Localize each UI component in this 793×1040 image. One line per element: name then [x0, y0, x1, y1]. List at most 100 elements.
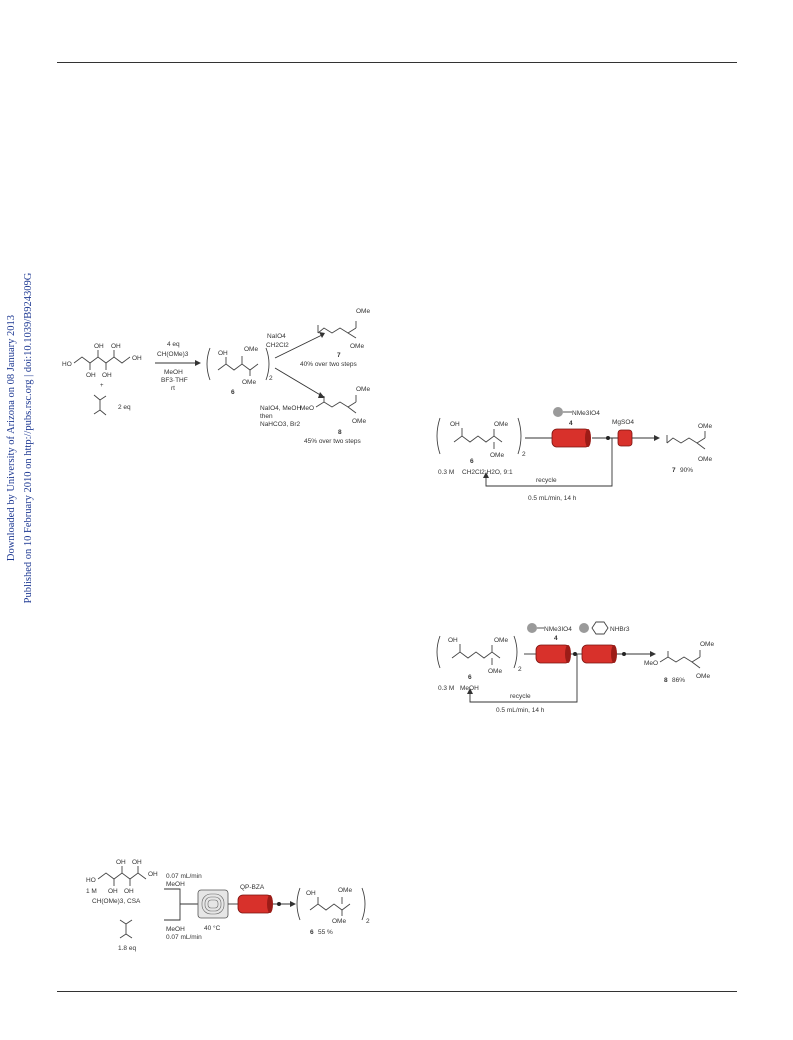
- condition-text: CH2Cl2: [266, 342, 289, 349]
- cartridge-label: QP-BZA: [240, 884, 265, 891]
- feed-line-1: [164, 888, 181, 921]
- compound-6-structure: OH OMe OMe 2 6 0.3 M MeOH: [436, 635, 522, 692]
- label-ome: OMe: [356, 308, 370, 315]
- scheme-3: OH OMe OMe 2 6 0.3 M MeOH recycle 0.5 mL…: [436, 621, 714, 714]
- compound-6-structure: OH OMe OMe 2 6: [206, 346, 273, 396]
- yield-text: 45% over two steps: [304, 438, 361, 445]
- download-sidebar: Downloaded by University of Arizona on 0…: [3, 268, 39, 608]
- label-ome: OMe: [352, 418, 366, 425]
- yield-text: 86%: [672, 677, 685, 684]
- polymer-bead: [527, 623, 537, 633]
- reactor-cap: [611, 645, 617, 663]
- compound-number-8: 8: [338, 429, 342, 436]
- compound-number-6: 6: [468, 674, 472, 681]
- label-ome: OMe: [332, 918, 346, 925]
- label-oh: OH: [94, 343, 104, 350]
- condition-text: then: [260, 413, 273, 420]
- yield-text: 90%: [680, 467, 693, 474]
- reagent-equivalents: 2 eq: [118, 404, 131, 411]
- compound-number-6: 6: [470, 458, 474, 465]
- label-oh: OH: [450, 421, 460, 428]
- scheme-1: HO OH OH OH OH OH + 2 eq 4 eq CH(OMe)3 M…: [62, 308, 370, 445]
- label-oh: OH: [306, 890, 316, 897]
- solvent: CH2Cl2:H2O, 9:1: [462, 469, 513, 476]
- label-oh: OH: [448, 637, 458, 644]
- condition-text: NaIO4: [267, 333, 286, 340]
- arrow-head: [483, 472, 489, 478]
- reagent-label: NMe3IO4: [572, 410, 600, 417]
- flow-rate: 0.5 mL/min, 14 h: [496, 707, 545, 714]
- solvent: MeOH: [460, 685, 479, 692]
- arrow-head: [654, 435, 660, 441]
- label-oh: OH: [148, 871, 158, 878]
- condition-text: NaHCO3, Br2: [260, 421, 300, 428]
- recycle-loop: [485, 438, 613, 487]
- yield-text: 55 %: [318, 929, 333, 936]
- flow-rate: 0.5 mL/min, 14 h: [528, 495, 577, 502]
- label-ome: OMe: [244, 346, 258, 353]
- sidebar-text: Downloaded by University of Arizona on 0…: [3, 268, 39, 608]
- label-ome: OMe: [356, 386, 370, 393]
- compound-7-structure: OMe OMe 7 40% over two steps: [300, 308, 370, 368]
- junction-dot: [573, 652, 577, 656]
- arrow-head: [290, 901, 296, 907]
- reactor-cap: [267, 895, 273, 913]
- reaction-arrow-upper: NaIO4 CH2Cl2: [266, 332, 325, 359]
- top-rule: [57, 62, 737, 63]
- reaction-arrow-1: 4 eq CH(OMe)3 MeOH BF3·THF rt: [155, 341, 201, 392]
- reactor-cartridge-2: [581, 644, 617, 664]
- reagent-label: NMe3IO4: [544, 626, 572, 633]
- subscript-2: 2: [522, 451, 526, 458]
- label-oh: OH: [86, 372, 96, 379]
- reactor-cartridge: [237, 894, 273, 914]
- arrow-head: [650, 651, 656, 657]
- junction-dot: [622, 652, 626, 656]
- label-meo: MeO: [644, 660, 658, 667]
- compound-number-8: 8: [664, 677, 668, 684]
- drying-cartridge: [617, 429, 633, 447]
- bottom-rule: [57, 991, 737, 992]
- label-ho: HO: [86, 877, 96, 884]
- label-meo: MeO: [300, 405, 314, 412]
- label-ome: OMe: [242, 379, 256, 386]
- yield-text: 40% over two steps: [300, 361, 357, 368]
- recycle-label: recycle: [536, 477, 557, 484]
- recycle-label: recycle: [510, 693, 531, 700]
- label-oh: OH: [132, 355, 142, 362]
- flow-rate: 0.07 mL/min: [166, 934, 202, 941]
- plus-sign: +: [100, 383, 104, 389]
- label-ome: OMe: [696, 673, 710, 680]
- recycle-loop: [469, 654, 578, 703]
- reactor-cap: [585, 429, 591, 447]
- condition-text: CH(OMe)3: [157, 351, 189, 358]
- condition-text: BF3·THF: [161, 377, 188, 384]
- solvent: MeOH: [166, 926, 185, 933]
- subscript-2: 2: [518, 666, 522, 673]
- hexitol-structure: HO OH OH OH OH OH +: [62, 343, 142, 389]
- polymer-bead: [579, 623, 589, 633]
- reactor-cap: [565, 645, 571, 663]
- coil-reactor: [197, 889, 229, 919]
- scheme-4: HO OH OH OH OH OH 1 M CH(OMe)3, CSA 1.8 …: [86, 859, 370, 952]
- label-oh: OH: [102, 372, 112, 379]
- catalyst: CH(OMe)3, CSA: [92, 898, 141, 905]
- label-ome: OMe: [698, 456, 712, 463]
- download-notice[interactable]: Downloaded by University of Arizona on 0…: [6, 314, 17, 562]
- reagent-equivalents: 1.8 eq: [118, 945, 136, 952]
- pyridine-ring: [591, 621, 609, 635]
- compound-8-structure: MeO OMe OMe 8 86%: [644, 641, 714, 684]
- butanedione-structure: 2 eq: [93, 394, 131, 416]
- label-ome: OMe: [700, 641, 714, 648]
- drying-agent: MgSO4: [612, 419, 634, 426]
- concentration: 0.3 M: [438, 469, 454, 476]
- condition-text: rt: [171, 385, 175, 392]
- arrow-head: [467, 688, 473, 694]
- compound-6-structure: OH OMe OMe 2 6 55 %: [296, 887, 370, 936]
- publication-notice[interactable]: Published on 10 February 2010 on http://…: [23, 272, 34, 604]
- label-ome: OMe: [338, 887, 352, 894]
- reaction-arrow-lower: NaIO4, MeOH then NaHCO3, Br2: [260, 367, 325, 428]
- label-ome: OMe: [494, 421, 508, 428]
- temperature: 40 °C: [204, 924, 221, 932]
- junction-dot: [606, 436, 610, 440]
- concentration: 0.3 M: [438, 685, 454, 692]
